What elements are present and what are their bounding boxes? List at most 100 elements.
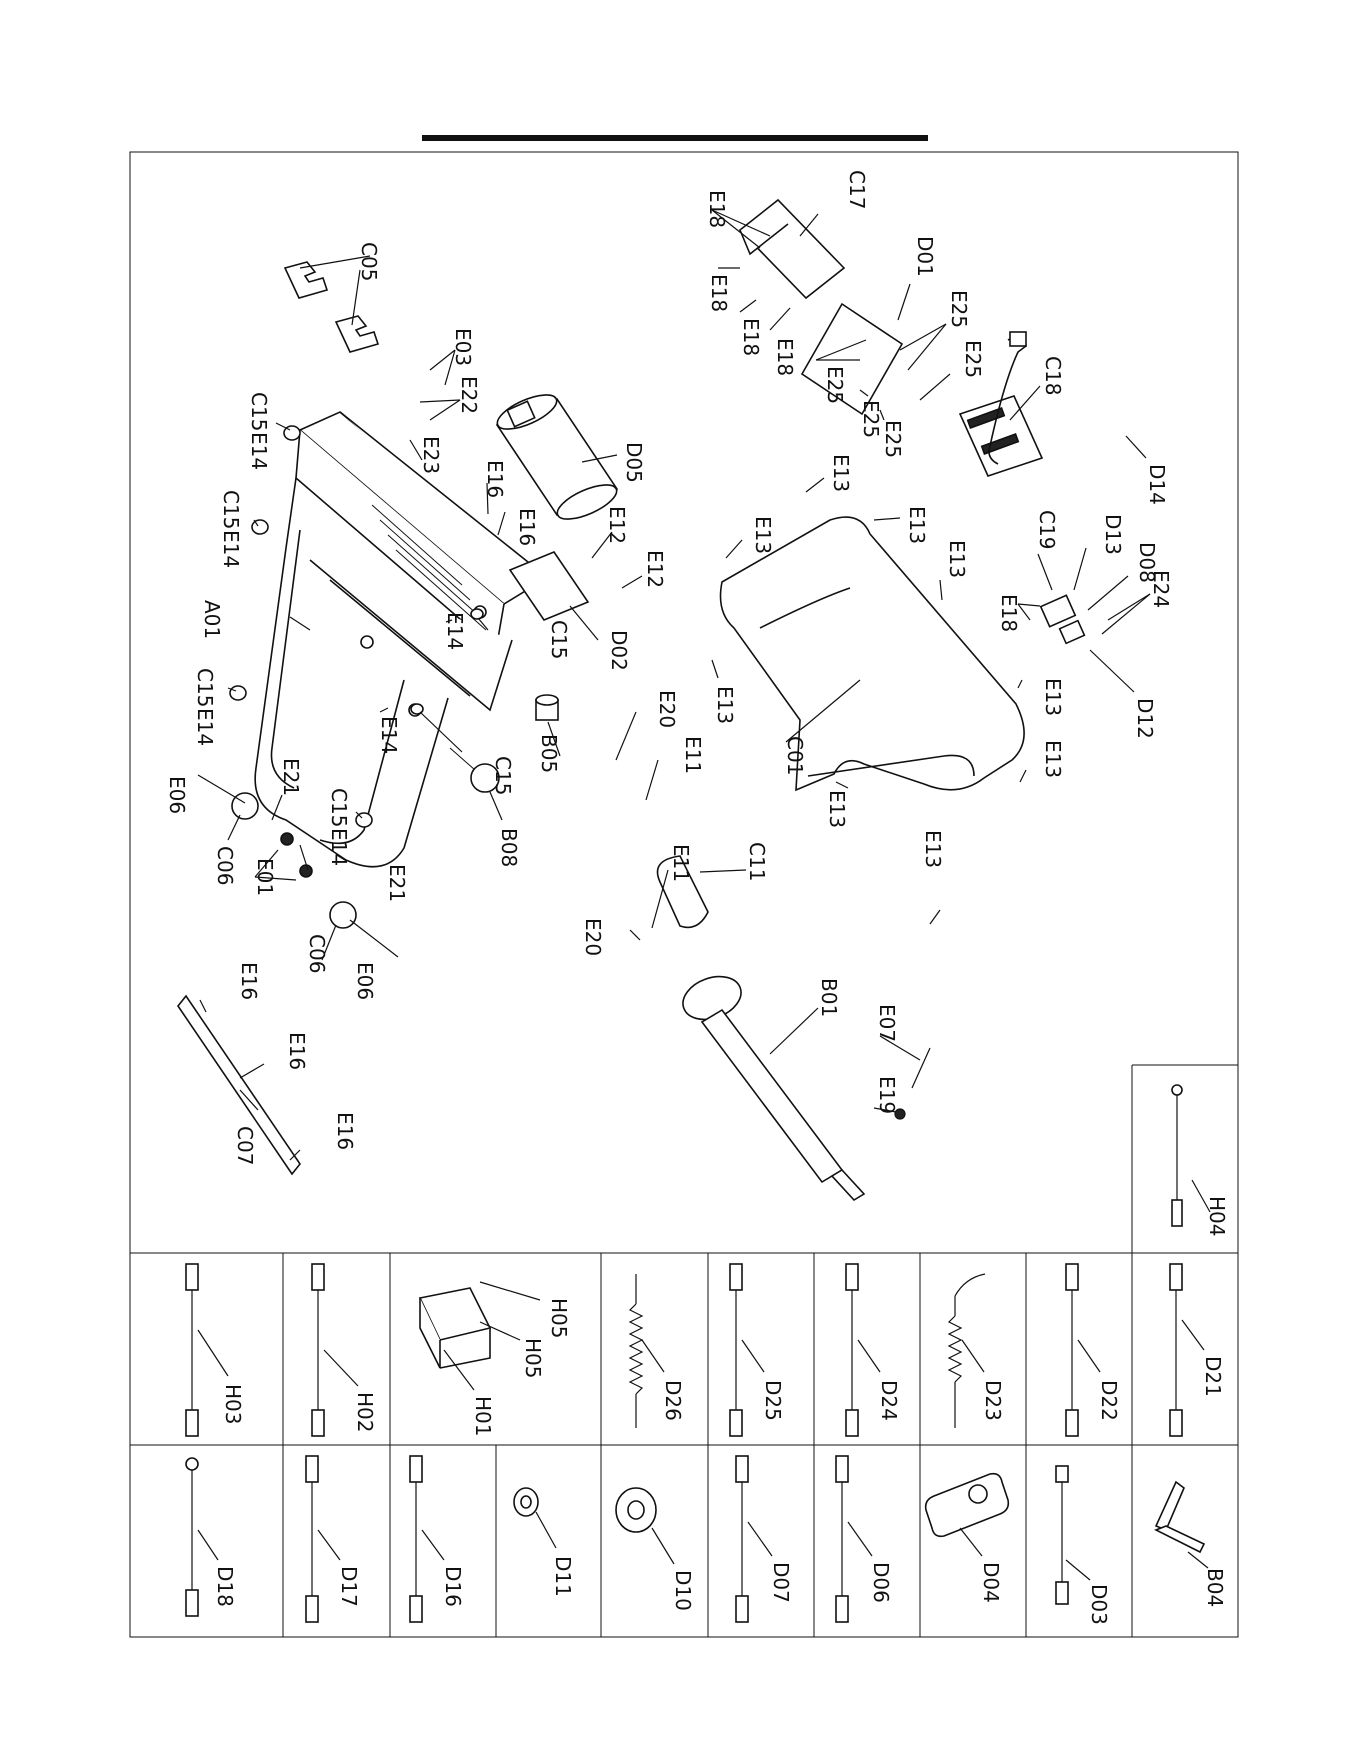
part-d14-power-cord xyxy=(988,331,1027,465)
label-b05: B05 xyxy=(537,734,561,773)
label-c17: C17 xyxy=(845,170,869,209)
label-d12: D12 xyxy=(1133,698,1157,739)
label-c05: C05 xyxy=(357,242,381,281)
label-a01: A01 xyxy=(200,600,224,639)
label-e18: E18 xyxy=(707,274,731,312)
label-d02: D02 xyxy=(607,630,631,671)
part-d01-board xyxy=(800,302,904,416)
part-labels: C05 E03 E22 E23 C15 E14 C15 E14 E16 E16 … xyxy=(165,170,1229,1625)
label-d01: D01 xyxy=(913,236,937,277)
label-e11: E11 xyxy=(681,736,705,774)
label-c06: C06 xyxy=(213,846,237,885)
label-e13: E13 xyxy=(1041,740,1065,778)
label-b08: B08 xyxy=(497,828,521,867)
label-c18: C18 xyxy=(1041,356,1065,395)
part-d05-motor xyxy=(495,394,619,520)
label-h01: H01 xyxy=(471,1396,495,1437)
label-b04: B04 xyxy=(1203,1568,1227,1607)
part-e07-e19-pin xyxy=(894,1047,931,1120)
label-e16: E16 xyxy=(285,1032,309,1070)
part-b08-knob xyxy=(449,747,500,793)
label-d14: D14 xyxy=(1145,464,1169,505)
label-e06: E06 xyxy=(353,962,377,1000)
label-e14: E14 xyxy=(377,716,401,754)
label-e01: E01 xyxy=(253,858,277,896)
label-e25: E25 xyxy=(881,420,905,458)
label-c15: C15 xyxy=(193,668,217,707)
label-d06: D06 xyxy=(869,1562,893,1603)
label-c15: C15 xyxy=(327,788,351,827)
label-b01: B01 xyxy=(817,978,841,1017)
table-leader-lines xyxy=(197,1179,1211,1581)
diagram-frame xyxy=(129,151,1239,1638)
label-h05: H05 xyxy=(547,1298,571,1339)
label-d25: D25 xyxy=(761,1380,785,1421)
label-d23: D23 xyxy=(981,1380,1005,1421)
label-e21: E21 xyxy=(385,864,409,902)
label-c15: C15 xyxy=(547,620,571,659)
label-e22: E22 xyxy=(457,376,481,414)
label-c15: C15 xyxy=(491,756,515,795)
part-c05-brackets xyxy=(283,261,380,353)
label-e13: E13 xyxy=(829,454,853,492)
part-c07-bar xyxy=(177,994,301,1176)
label-e14: E14 xyxy=(193,708,217,746)
label-e18: E18 xyxy=(705,190,729,228)
label-e16: E16 xyxy=(333,1112,357,1150)
label-d04: D04 xyxy=(979,1562,1003,1603)
label-e12: E12 xyxy=(643,550,667,588)
label-e25: E25 xyxy=(961,340,985,378)
label-c06: C06 xyxy=(305,934,329,973)
title-bar xyxy=(422,135,928,141)
label-c11: C11 xyxy=(745,842,769,881)
label-e13: E13 xyxy=(921,830,945,868)
label-d03: D03 xyxy=(1087,1584,1111,1625)
part-d12-switch-assembly xyxy=(1039,594,1086,645)
label-d16: D16 xyxy=(441,1566,465,1607)
label-d08: D08 xyxy=(1135,542,1159,583)
label-e14: E14 xyxy=(327,828,351,866)
label-d22: D22 xyxy=(1097,1380,1121,1421)
label-e12: E12 xyxy=(605,506,629,544)
label-e11: E11 xyxy=(669,844,693,882)
label-e13: E13 xyxy=(751,516,775,554)
label-e13: E13 xyxy=(825,790,849,828)
label-e13: E13 xyxy=(905,506,929,544)
label-e20: E20 xyxy=(655,690,679,728)
label-e25: E25 xyxy=(823,366,847,404)
label-d07: D07 xyxy=(769,1562,793,1603)
table-part-drawings xyxy=(185,1084,1206,1623)
label-e18: E18 xyxy=(997,594,1021,632)
label-h02: H02 xyxy=(353,1392,377,1433)
part-b05-roller xyxy=(535,694,559,721)
label-d26: D26 xyxy=(661,1380,685,1421)
label-c07: C07 xyxy=(233,1126,257,1165)
part-d02-plate xyxy=(508,551,590,621)
label-e25: E25 xyxy=(859,400,883,438)
part-c01-console xyxy=(719,516,1025,792)
label-c15: C15 xyxy=(219,490,243,529)
label-e13: E13 xyxy=(713,686,737,724)
label-e07: E07 xyxy=(875,1004,899,1042)
label-d13: D13 xyxy=(1101,514,1125,555)
part-c18-display xyxy=(958,395,1044,477)
label-e14: E14 xyxy=(219,530,243,568)
label-e18: E18 xyxy=(773,338,797,376)
label-e19: E19 xyxy=(875,1076,899,1114)
label-c19: C19 xyxy=(1035,510,1059,549)
part-c17-cover xyxy=(738,198,846,300)
label-e20: E20 xyxy=(581,918,605,956)
label-e25: E25 xyxy=(947,290,971,328)
label-e13: E13 xyxy=(1041,678,1065,716)
label-d17: D17 xyxy=(337,1566,361,1607)
label-e21: E21 xyxy=(279,758,303,796)
label-d24: D24 xyxy=(877,1380,901,1421)
label-h03: H03 xyxy=(221,1384,245,1425)
label-h05: H05 xyxy=(521,1338,545,1379)
label-e14: E14 xyxy=(247,432,271,470)
label-e18: E18 xyxy=(739,318,763,356)
label-e16: E16 xyxy=(237,962,261,1000)
leader-lines xyxy=(199,209,1151,1161)
label-d10: D10 xyxy=(671,1570,695,1611)
